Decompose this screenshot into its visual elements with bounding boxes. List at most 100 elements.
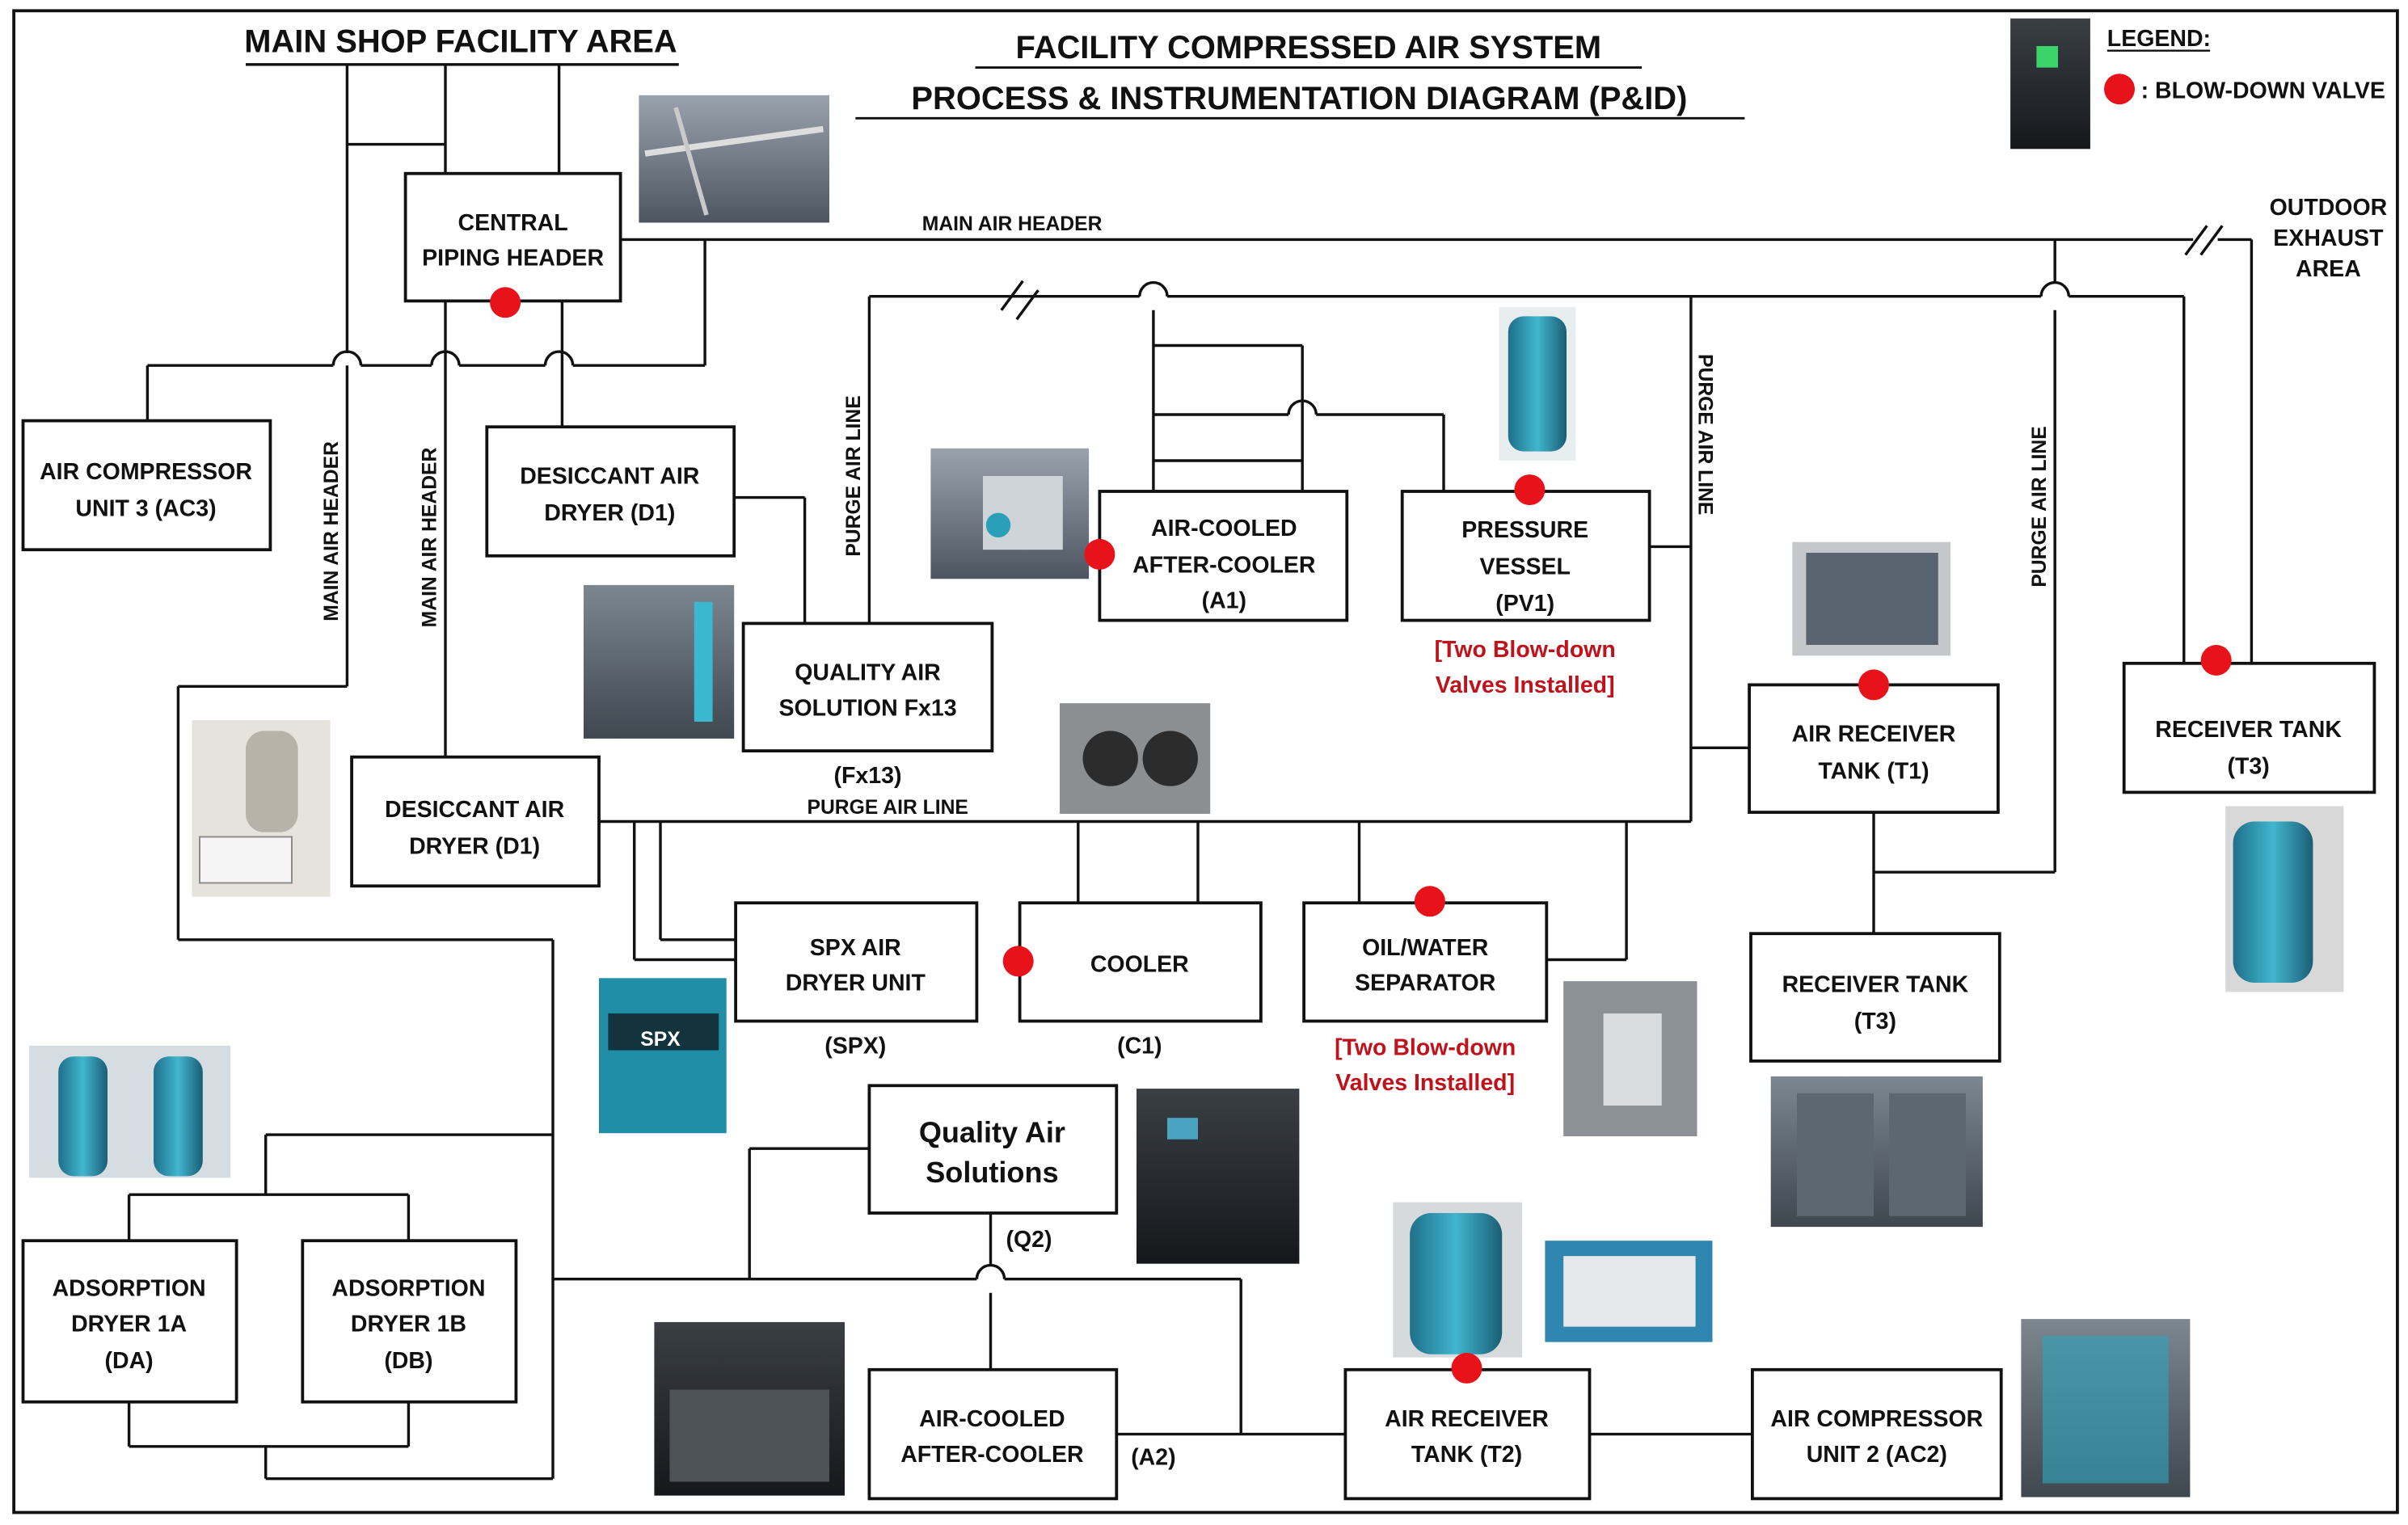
photo-spx-dryer-icon: SPX xyxy=(599,978,727,1134)
t3-mid-label: RECEIVER TANK (T3) xyxy=(1782,971,1969,1034)
t1-box xyxy=(1748,683,2000,814)
break-mark xyxy=(1000,280,1024,311)
fx13-box xyxy=(741,621,994,752)
svg-text:SOLUTION Fx13: SOLUTION Fx13 xyxy=(778,695,956,721)
photo-a2-cooler-icon xyxy=(654,1321,845,1496)
break-mark xyxy=(2199,225,2224,256)
svg-text:AREA: AREA xyxy=(2296,256,2361,282)
component-boxes xyxy=(21,171,2376,1501)
svg-text:DRYER (D1): DRYER (D1) xyxy=(409,833,540,859)
svg-text:RECEIVER TANK: RECEIVER TANK xyxy=(2155,717,2342,743)
outdoor-area-label: OUTDOOR EXHAUST AREA xyxy=(2270,195,2388,282)
svg-text:AIR COMPRESSOR: AIR COMPRESSOR xyxy=(40,459,252,485)
svg-text:VESSEL: VESSEL xyxy=(1479,554,1570,580)
svg-text:COOLER: COOLER xyxy=(1090,952,1189,978)
photo-receiver-tank-icon xyxy=(192,720,331,897)
pipe-network xyxy=(127,63,2254,1481)
a2-tag: (A2) xyxy=(1131,1445,1175,1471)
t3-mid-box xyxy=(1749,932,2001,1063)
t2-label: AIR RECEIVER TANK (T2) xyxy=(1385,1406,1549,1468)
pipe-label-main-header-v1: MAIN AIR HEADER xyxy=(321,441,343,621)
db-box xyxy=(301,1239,518,1404)
svg-text:OIL/WATER: OIL/WATER xyxy=(1362,935,1488,961)
svg-text:(PV1): (PV1) xyxy=(1495,591,1554,617)
svg-text:DRYER 1A: DRYER 1A xyxy=(71,1311,187,1337)
pipe-label-main-header: MAIN AIR HEADER xyxy=(922,213,1103,235)
diagram-frame xyxy=(12,9,2399,1514)
svg-text:DRYER UNIT: DRYER UNIT xyxy=(786,971,926,996)
legend-item-label: : BLOW-DOWN VALVE xyxy=(2141,78,2385,104)
central-header-box xyxy=(403,171,622,303)
q2-box xyxy=(867,1084,1119,1215)
pipe-label-purge-v1: PURGE AIR LINE xyxy=(843,395,865,556)
svg-text:(DA): (DA) xyxy=(105,1348,154,1374)
ows-note-line-2: Valves Installed] xyxy=(1335,1070,1515,1096)
ows-box xyxy=(1302,901,1549,1023)
pv1-note-line-1: [Two Blow-down xyxy=(1435,637,1616,663)
d1-mid-box xyxy=(350,755,601,888)
blow-down-valves xyxy=(490,74,2232,1384)
c1-tag: (C1) xyxy=(1117,1033,1162,1059)
pv1-note-line-2: Valves Installed] xyxy=(1436,672,1615,698)
break-mark xyxy=(1015,289,1040,321)
photo-d1-dryer-icon xyxy=(584,584,735,739)
svg-text:CENTRAL: CENTRAL xyxy=(458,210,568,236)
svg-text:DESICCANT AIR: DESICCANT AIR xyxy=(385,797,564,823)
photo-adsorption-dryers-icon xyxy=(29,1045,230,1178)
da-label: ADSORPTION DRYER 1A (DA) xyxy=(53,1276,206,1374)
t3-right-box xyxy=(2122,661,2376,794)
photo-oil-water-separator-icon xyxy=(1563,981,1697,1136)
svg-text:OUTDOOR: OUTDOOR xyxy=(2270,195,2388,221)
svg-text:AIR COMPRESSOR: AIR COMPRESSOR xyxy=(1770,1406,1983,1432)
svg-text:(DB): (DB) xyxy=(384,1348,432,1374)
c1-label: COOLER (C1) xyxy=(1090,952,1189,1059)
pipe-label-main-header-v2: MAIN AIR HEADER xyxy=(420,448,441,628)
pipe-label-purge-v2: PURGE AIR LINE xyxy=(1693,354,1715,515)
svg-text:TANK (T1): TANK (T1) xyxy=(1818,758,1929,784)
photo-q2-dryer-icon xyxy=(1137,1089,1300,1264)
valve-marker-legend xyxy=(2104,74,2135,105)
ac2-box xyxy=(1750,1367,2003,1501)
svg-text:(T3): (T3) xyxy=(2227,754,2269,780)
svg-text:RECEIVER TANK: RECEIVER TANK xyxy=(1782,971,1969,997)
valve-marker-c1 xyxy=(1002,946,1034,977)
q2-tag: (Q2) xyxy=(1006,1227,1052,1253)
svg-text:(A1): (A1) xyxy=(1202,588,1246,613)
title-line-2: PROCESS & INSTRUMENTATION DIAGRAM (P&ID) xyxy=(911,81,1687,116)
svg-text:ADSORPTION: ADSORPTION xyxy=(53,1276,206,1302)
svg-text:SPX: SPX xyxy=(640,1029,681,1051)
ac3-box xyxy=(21,419,272,552)
legend: LEGEND: : BLOW-DOWN VALVE xyxy=(2106,26,2385,104)
svg-text:AFTER-COOLER: AFTER-COOLER xyxy=(900,1442,1083,1468)
photo-t2-tank-icon xyxy=(1393,1202,1522,1358)
svg-text:AIR-COOLED: AIR-COOLED xyxy=(1151,516,1297,541)
photo-cooler-fan-icon xyxy=(1060,703,1211,814)
a1-label: AIR-COOLED AFTER-COOLER (A1) xyxy=(1132,516,1315,613)
spx-box xyxy=(734,901,979,1023)
photo-compressor-t3-icon xyxy=(1770,1076,1983,1228)
da-box xyxy=(21,1239,238,1404)
ows-note-line-1: [Two Blow-down xyxy=(1335,1034,1516,1060)
svg-text:DRYER 1B: DRYER 1B xyxy=(351,1311,466,1337)
photo-nameplate-icon xyxy=(1545,1241,1713,1342)
photo-ac2-compressor-icon xyxy=(2021,1319,2191,1498)
t3-right-label: RECEIVER TANK (T3) xyxy=(2155,717,2342,780)
db-label: ADSORPTION DRYER 1B (DB) xyxy=(331,1276,485,1374)
a2-box xyxy=(867,1367,1119,1501)
pv1-label: PRESSURE VESSEL (PV1) [Two Blow-down Val… xyxy=(1435,517,1616,698)
photo-blue-tank-right-icon xyxy=(2225,806,2344,992)
title-block: FACILITY COMPRESSED AIR SYSTEM PROCESS &… xyxy=(855,30,1745,120)
t1-label: AIR RECEIVER TANK (T1) xyxy=(1792,722,1956,785)
ows-label: OIL/WATER SEPARATOR [Two Blow-down Valve… xyxy=(1335,935,1516,1096)
svg-text:DRYER (D1): DRYER (D1) xyxy=(544,500,675,526)
svg-text:DESICCANT AIR: DESICCANT AIR xyxy=(520,464,699,490)
valve-marker-pv1 xyxy=(1514,474,1546,506)
svg-text:SPX AIR: SPX AIR xyxy=(810,935,901,961)
a2-label: AIR-COOLED AFTER-COOLER (A2) xyxy=(900,1406,1175,1471)
pipe-label-purge-h: PURGE AIR LINE xyxy=(808,797,968,819)
valve-marker-ows xyxy=(1414,886,1445,917)
title-line-1: FACILITY COMPRESSED AIR SYSTEM xyxy=(1016,30,1602,65)
legend-title: LEGEND: xyxy=(2107,26,2211,52)
